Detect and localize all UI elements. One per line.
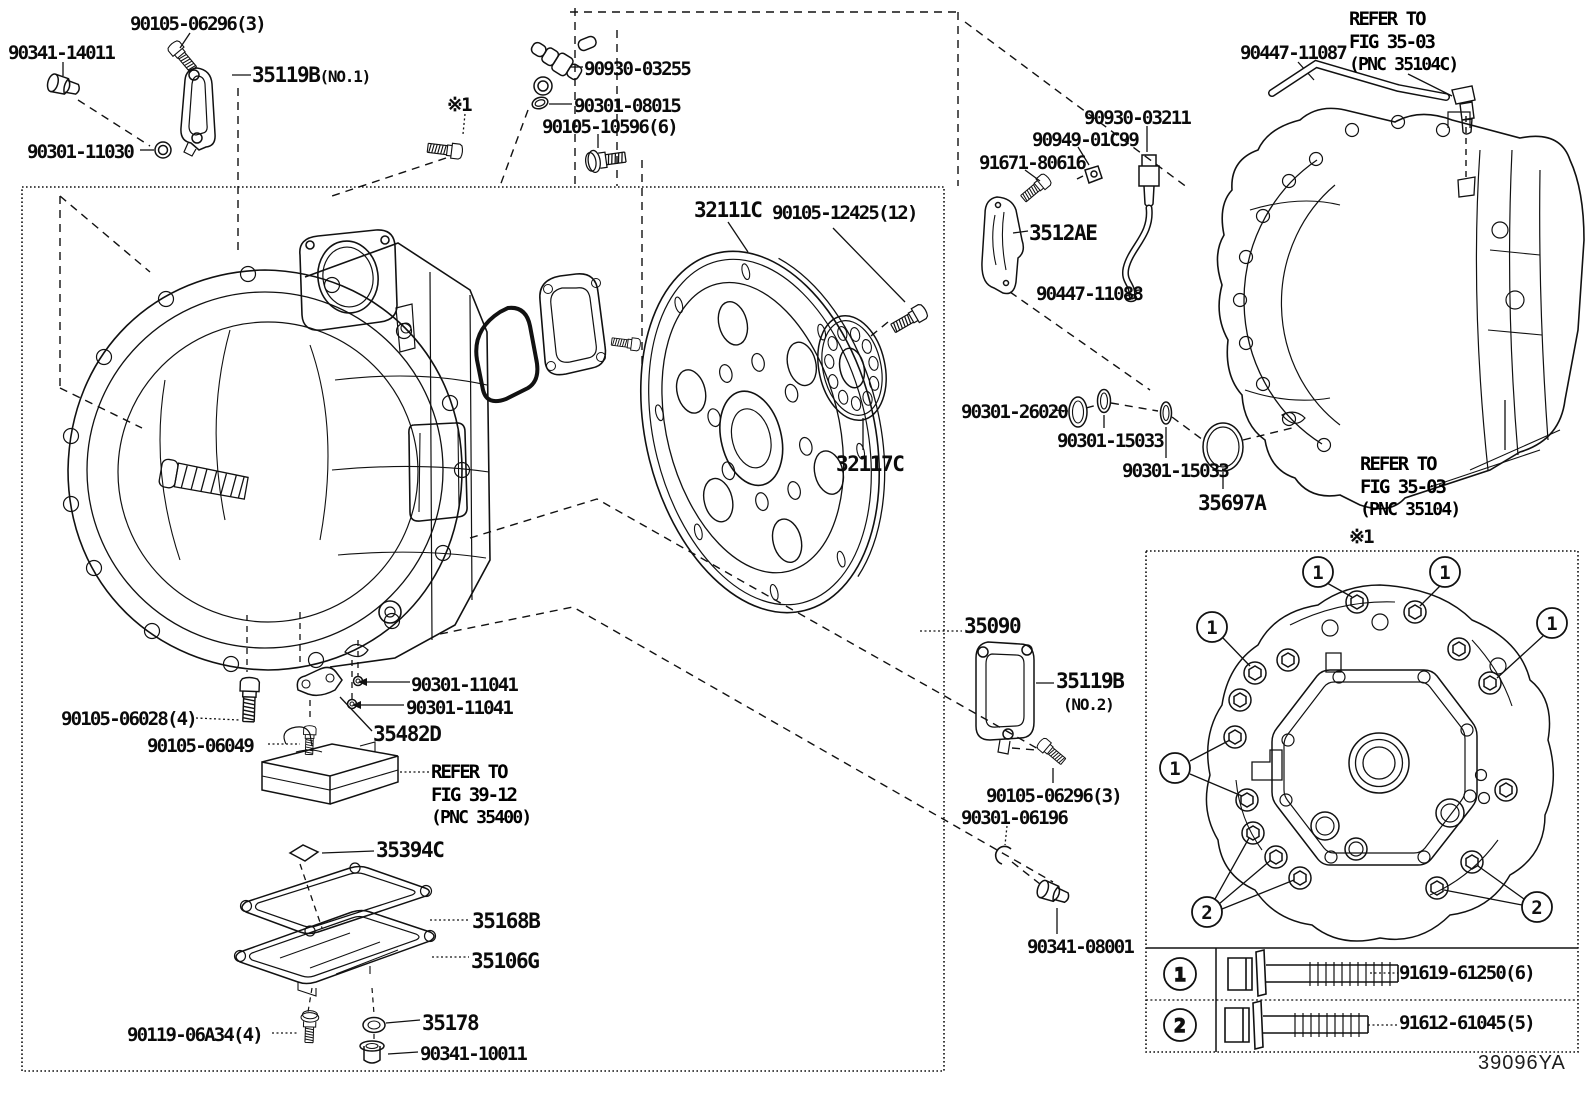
svg-text:1: 1	[1174, 964, 1185, 986]
legend-part-91612-61045: 91612-61045(5)	[1399, 1012, 1536, 1034]
svg-text:1: 1	[1439, 562, 1450, 584]
part-label-90949-01c99: 90949-01C99	[1032, 129, 1140, 151]
part-label-90341-10011: 90341-10011	[420, 1043, 528, 1065]
part-label-90930-03211: 90930-03211	[1084, 107, 1192, 129]
part-label-32111c: 32111C	[694, 198, 763, 222]
part-label-90341-14011: 90341-14011	[8, 42, 116, 64]
breather-and-bolts	[426, 35, 628, 175]
part-label-91671-80616: 91671-80616	[979, 152, 1087, 174]
callout-2-circles: 2 2	[1191, 891, 1553, 928]
part-label-90301-26020: 90301-26020	[961, 401, 1069, 423]
part-number: 35119B	[252, 63, 321, 87]
part-label-90301-08015: 90301-08015	[574, 95, 682, 117]
oring-row	[1068, 388, 1244, 472]
footnote-marker-inset: ※1	[1349, 526, 1375, 548]
part-label-90301-15033-b: 90301-15033	[1122, 460, 1230, 482]
part-label-90301-06196: 90301-06196	[961, 807, 1069, 829]
part-label-90105-06028: 90105-06028(4)	[61, 708, 198, 730]
svg-text:1: 1	[1546, 613, 1557, 635]
part-number: 35119B	[1056, 669, 1125, 693]
part-label-35697a: 35697A	[1198, 491, 1267, 515]
part-label-90930-03255: 90930-03255	[584, 58, 692, 80]
legend-bolt-rows: 1 2	[1163, 948, 1399, 1051]
refer-line: (PNC 35400)	[431, 806, 532, 828]
svg-text:1: 1	[1206, 617, 1217, 639]
refer-line: REFER TO	[1349, 8, 1427, 30]
refer-line: FIG 39-12	[431, 783, 518, 806]
svg-text:2: 2	[1174, 1015, 1185, 1037]
drive-plate-32111c	[639, 250, 886, 614]
part-label-35119b-no2: 35119B	[1056, 669, 1125, 693]
reference-note-fig35-03: REFER TO FIG 35-03 (PNC 35104)	[1360, 453, 1461, 520]
part-label-3512ae: 3512AE	[1029, 221, 1098, 245]
part-label-90301-11041-a: 90301-11041	[411, 674, 519, 696]
refer-line: REFER TO	[1360, 453, 1438, 475]
part-label-90119-06a34: 90119-06A34(4)	[127, 1024, 264, 1046]
part-label-90447-11087: 90447-11087	[1240, 42, 1348, 64]
part-label-32117c: 32117C	[836, 452, 905, 476]
speed-sensor-cluster	[981, 154, 1160, 303]
frame-boxes	[21, 186, 1579, 1072]
callout-1-circles: 1 1 1 1 1	[1159, 556, 1568, 784]
part-label-35482d: 35482D	[373, 722, 442, 746]
reference-note-fig35-03c: REFER TO FIG 35-03 (PNC 35104C)	[1349, 8, 1459, 75]
part-label-90105-06296-no1: 90105-06296(3)	[130, 13, 267, 35]
part-label-35119b-no1: 35119B(NO.1)	[252, 63, 371, 87]
part-label-90301-11041-b: 90301-11041	[406, 697, 514, 719]
transmission-case-drawing	[62, 229, 491, 673]
part-label-90105-06049: 90105-06049	[147, 735, 255, 757]
part-label-35106g: 35106G	[471, 949, 540, 973]
part-label-90301-11030: 90301-11030	[27, 141, 135, 163]
refer-line: REFER TO	[431, 761, 509, 783]
refer-line: (PNC 35104C)	[1349, 53, 1459, 75]
rear-gaskets	[474, 273, 642, 404]
case-gasket-35090-group	[975, 641, 1073, 908]
front-plug-and-gasket	[44, 38, 216, 159]
spacer-32117c	[817, 314, 887, 422]
svg-text:1: 1	[1312, 562, 1323, 584]
part-label-35119b-no2-suffix: (NO.2)	[1063, 695, 1115, 714]
explosion-dashes	[59, 8, 1467, 885]
refer-line: FIG 35-03	[1349, 30, 1436, 53]
refer-line: (PNC 35104)	[1360, 498, 1461, 520]
svg-text:1: 1	[1169, 758, 1180, 780]
part-label-35394c: 35394C	[376, 838, 445, 862]
part-label-35168b: 35168B	[472, 909, 541, 933]
leader-lines	[62, 32, 1506, 1055]
valve-body-and-pan	[233, 612, 437, 1064]
inset-rear-view	[1189, 582, 1555, 942]
part-label-35090: 35090	[964, 614, 1022, 638]
refer-line: FIG 35-03	[1360, 475, 1447, 498]
transaxle-housing-drawing	[1216, 59, 1585, 510]
reference-note-fig39-12: REFER TO FIG 39-12 (PNC 35400)	[431, 761, 532, 828]
part-label-35178: 35178	[422, 1011, 480, 1035]
footnote-marker-top: ※1	[447, 94, 473, 116]
part-label-90341-08001: 90341-08001	[1027, 936, 1135, 958]
figure-code: 39096YA	[1478, 1052, 1566, 1074]
part-label-90301-15033-a: 90301-15033	[1057, 430, 1165, 452]
part-label-90447-11088: 90447-11088	[1036, 283, 1144, 305]
part-label-90105-10596: 90105-10596(6)	[542, 116, 679, 138]
svg-text:2: 2	[1531, 897, 1542, 919]
part-label-90105-12425: 90105-12425(12)	[772, 202, 918, 224]
part-number-suffix: (NO.1)	[319, 67, 371, 86]
part-label-90105-06296-no2: 90105-06296(3)	[986, 785, 1123, 807]
svg-text:2: 2	[1201, 902, 1212, 924]
legend-part-91619-61250: 91619-61250(6)	[1399, 962, 1536, 984]
